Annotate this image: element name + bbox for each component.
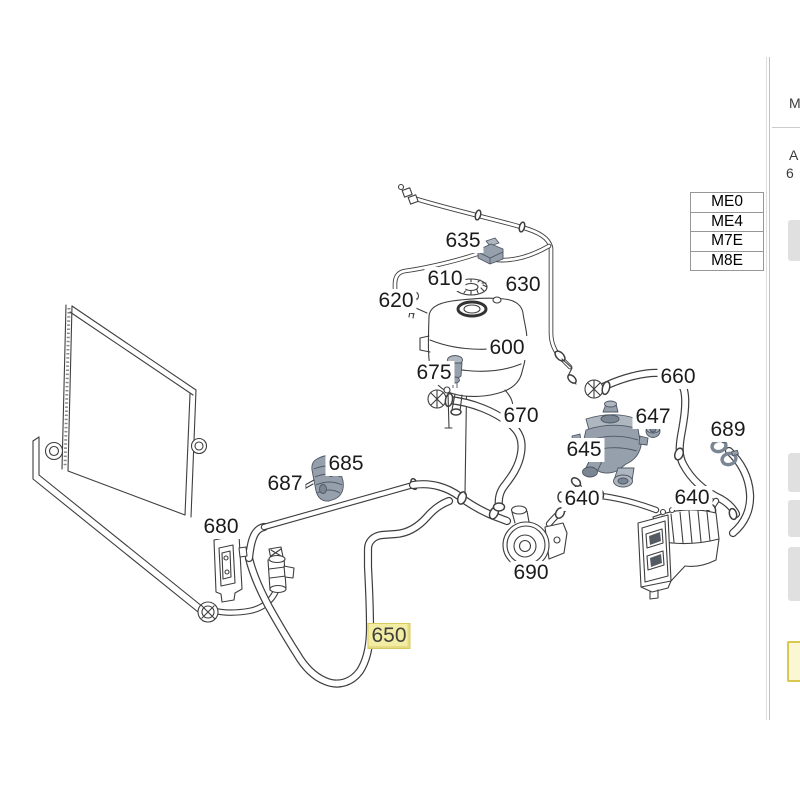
- panel-rule: [772, 127, 800, 128]
- part-callout-645[interactable]: 645: [563, 437, 605, 463]
- part-callout-640[interactable]: 640: [561, 486, 603, 512]
- part-callout-687[interactable]: 687: [264, 471, 306, 497]
- panel-text-fragment: 6: [786, 165, 794, 181]
- part-callout-690[interactable]: 690: [510, 560, 552, 586]
- feed-pipe: [260, 477, 512, 531]
- part-callout-620[interactable]: 620: [375, 288, 417, 314]
- part-callout-640[interactable]: 640: [671, 485, 713, 511]
- panel-text-fragment: A: [789, 147, 799, 163]
- part-callout-675[interactable]: 675: [413, 360, 455, 386]
- pipe-630: [389, 183, 577, 385]
- panel-list-thumb[interactable]: [788, 547, 800, 601]
- valve-635: [477, 237, 504, 265]
- engine-code-row-M7E[interactable]: M7E: [691, 231, 763, 251]
- part-callout-610[interactable]: 610: [424, 266, 466, 292]
- part-callout-660[interactable]: 660: [657, 364, 699, 390]
- part-callout-670[interactable]: 670: [500, 403, 542, 429]
- panel-selected-item[interactable]: [787, 641, 800, 682]
- part-callout-680[interactable]: 680: [200, 514, 242, 540]
- panel-list-thumb[interactable]: [788, 500, 800, 537]
- bleed-connector: [267, 546, 295, 594]
- part-callout-600[interactable]: 600: [486, 335, 528, 361]
- panel-divider-outer: [766, 57, 767, 720]
- engine-code-row-ME4[interactable]: ME4: [691, 211, 763, 232]
- radiator: [32, 304, 209, 617]
- bracket-680: [213, 534, 248, 603]
- panel-list-thumb[interactable]: [788, 453, 800, 492]
- hose-670: [427, 359, 526, 512]
- engine-block: [637, 503, 720, 600]
- part-callout-635[interactable]: 635: [442, 228, 484, 254]
- engine-code-row-M8E[interactable]: M8E: [691, 250, 763, 271]
- aux-pump-690: [502, 505, 568, 581]
- part-callout-650-selected[interactable]: 650: [367, 622, 411, 650]
- panel-text-fragment: M: [789, 95, 800, 111]
- panel-divider-inner: [769, 57, 770, 720]
- part-callout-689[interactable]: 689: [707, 417, 749, 443]
- engine-code-row-ME0[interactable]: ME0: [711, 193, 743, 211]
- part-callout-647[interactable]: 647: [632, 404, 674, 430]
- panel-list-thumb[interactable]: [788, 220, 800, 261]
- part-callout-685[interactable]: 685: [325, 451, 367, 477]
- part-callout-630[interactable]: 630: [502, 272, 544, 298]
